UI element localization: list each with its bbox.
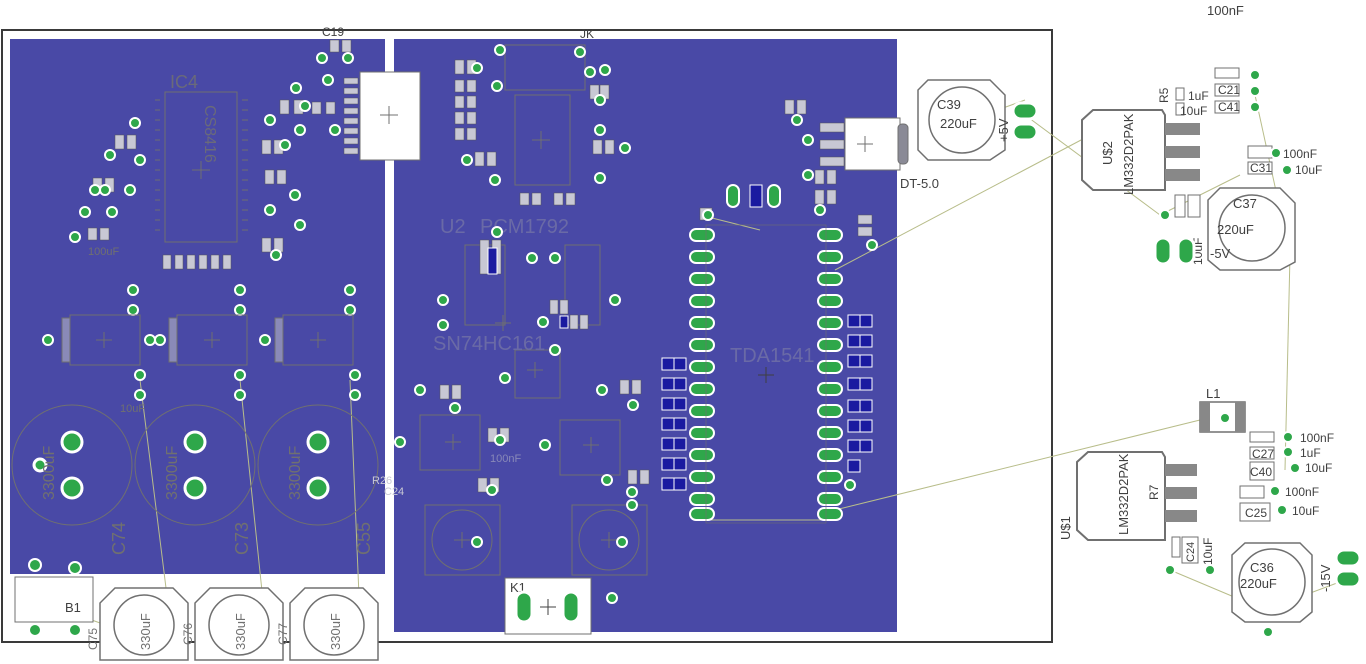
c36-cap: [1231, 542, 1313, 623]
right-bottom-vias: [1164, 412, 1301, 638]
c25-label: C25: [1245, 506, 1267, 520]
minus5v-pads: [1153, 236, 1196, 266]
c40-label: C40: [1250, 465, 1272, 479]
u1-regulator[interactable]: [1076, 451, 1197, 541]
c74-label: C74: [109, 522, 129, 555]
big-cap-pads: [32, 430, 330, 500]
left-regulators: [61, 314, 354, 366]
tda-side-blue-pads: [487, 247, 873, 491]
n1uf-label: 1uF: [1300, 446, 1321, 460]
c21-label: C21: [1218, 83, 1240, 97]
bottom-caps-330uf: [99, 587, 379, 661]
u1-reg-label: U$1: [1058, 516, 1073, 540]
c37-cap: [1207, 187, 1296, 271]
c37-value: 220uF: [1217, 222, 1254, 237]
c37-label: C37: [1233, 196, 1257, 211]
ic4-label: IC4: [170, 72, 198, 92]
cap-330-a-label: 330uF: [138, 613, 153, 650]
c36-value: 220uF: [1240, 576, 1277, 591]
cap-10uf-label: 10uF: [120, 403, 145, 415]
u2-label: U2: [440, 216, 466, 238]
nf100-label: 100nF: [490, 453, 521, 465]
board-outline: [1, 29, 1053, 643]
sn74-label: SN74HC161: [433, 333, 545, 355]
dt5-pads: [819, 122, 845, 167]
center-vias: [394, 44, 878, 604]
u1-reg-part: LM332D2PAK: [1116, 453, 1131, 535]
u2-reg-part: LM332D2PAK: [1121, 113, 1136, 195]
minus5v-label: -5V: [1210, 246, 1231, 261]
cap-3300-c-label: 3300uF: [287, 446, 304, 500]
n10uf-b-label: 10uF: [1292, 504, 1319, 518]
c75-label: C75: [86, 628, 100, 650]
left-smd-caps: [87, 39, 352, 253]
minus15v-pads: [1334, 548, 1362, 589]
top-10uf-label: 10uF: [1180, 104, 1207, 118]
tda1541-cross: [758, 367, 774, 383]
c39-value: 220uF: [940, 116, 977, 131]
top-soic-footprint: [359, 71, 421, 161]
c24-label: C24: [384, 486, 404, 498]
c55-label: C55: [354, 522, 374, 555]
minus15v-label: -15V: [1318, 564, 1333, 592]
b1-footprint: [14, 576, 94, 623]
c39-label: C39: [937, 97, 961, 112]
l1-pad-left: [1200, 402, 1210, 432]
k1-pads: [514, 590, 581, 624]
right-bottom-smd: [1171, 431, 1275, 564]
osc-pads: [726, 184, 781, 208]
cap-3300-b-label: 3300uF: [164, 446, 181, 500]
mid-100nf-label: 100nF: [1283, 147, 1317, 161]
r5-label: R5: [1157, 87, 1171, 103]
n100nf-a-label: 100nF: [1300, 431, 1334, 445]
c76-label: C76: [181, 623, 195, 645]
ic4-pad-row: [162, 254, 232, 270]
u2-reg-label: U$2: [1100, 141, 1115, 165]
n10uf-a-label: 10uF: [1305, 461, 1332, 475]
left-vias: [42, 52, 361, 401]
l1-pad-right: [1235, 402, 1245, 432]
k1-cross: [540, 599, 556, 615]
b1-pads: [28, 558, 82, 637]
c24r-label: C24: [1185, 542, 1197, 562]
cap-330-c-label: 330uF: [328, 613, 343, 650]
cap-100uf-label: 100uF: [88, 246, 119, 258]
l1-label: L1: [1206, 386, 1220, 401]
c27-label: C27: [1252, 447, 1274, 461]
osc-blue-pad: [749, 184, 763, 208]
ic4-footprint[interactable]: [155, 91, 248, 243]
r7-label: R7: [1147, 484, 1161, 500]
cap-330-b-label: 330uF: [233, 613, 248, 650]
n100nf-b-label: 100nF: [1285, 485, 1319, 499]
c77-label: C77: [276, 623, 290, 645]
top-100nf-label: 100nF: [1207, 3, 1244, 18]
tda1541-pins-right: [817, 228, 843, 521]
tda1541-outline: [705, 224, 827, 524]
jk-label: JK: [580, 27, 594, 41]
dt5-regulator: [844, 117, 909, 171]
r26-label: R26: [372, 475, 392, 487]
plus5v-pads: [1011, 101, 1039, 142]
c39-cap: [917, 79, 1006, 161]
top-1uf-label: 1uF: [1188, 89, 1209, 103]
right-top-smd: [1174, 67, 1273, 218]
u2-regulator[interactable]: [1081, 109, 1200, 191]
dt5-label: DT-5.0: [900, 176, 939, 191]
c41-label: C41: [1218, 100, 1240, 114]
cs8416-label: CS8416: [201, 105, 218, 163]
top-soic-pads: [343, 77, 359, 155]
plus5v-label: +5V: [996, 118, 1011, 142]
mid-10uf-label: 10uF: [1295, 163, 1322, 177]
tda1541-pins-left: [689, 228, 715, 521]
c36-label: C36: [1250, 560, 1274, 575]
cap-3300-a-label: 3300uF: [41, 446, 58, 500]
c73-label: C73: [232, 522, 252, 555]
tda-label: TDA1541: [730, 345, 815, 367]
c19-label: C19: [322, 25, 344, 39]
c24-value: 10uF: [1201, 538, 1215, 565]
big-caps-3300uf: [11, 404, 379, 526]
b1-label: B1: [65, 600, 81, 615]
c31-label: C31: [1250, 161, 1272, 175]
